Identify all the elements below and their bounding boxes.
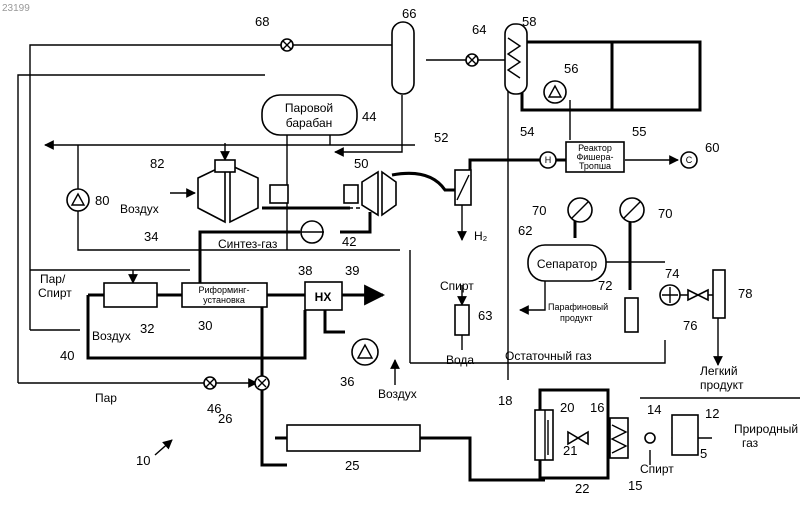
- unit-18: [535, 410, 553, 460]
- steam-drum-label-1: Паровой: [285, 101, 333, 115]
- unit-12: [672, 415, 698, 455]
- ref-21: 21: [563, 443, 577, 458]
- ref-32: 32: [140, 321, 154, 336]
- label-air-reformer: Воздух: [92, 329, 131, 343]
- ref-78: 78: [738, 286, 752, 301]
- ref-14: 14: [647, 402, 661, 417]
- label-alcohol-bottom: Спирт: [640, 462, 674, 476]
- ref-56: 56: [564, 61, 578, 76]
- pump-80: [67, 189, 89, 211]
- ref-25: 25: [345, 458, 359, 473]
- ref-68: 68: [255, 14, 269, 29]
- ref-18: 18: [498, 393, 512, 408]
- ft-label-3: Тропша: [579, 161, 611, 171]
- line-outer-left: [18, 75, 30, 383]
- ref-76: 76: [683, 318, 697, 333]
- label-paraffin-1: Парафиновый: [548, 302, 608, 312]
- ref-66: 66: [402, 6, 416, 21]
- valve-26: [255, 376, 269, 390]
- label-air-compressor: Воздух: [120, 202, 159, 216]
- ref-70b: 70: [658, 206, 672, 221]
- ref-20: 20: [560, 400, 574, 415]
- ref-52: 52: [434, 130, 448, 145]
- steam-drum-label-2: барабан: [286, 116, 333, 130]
- line-syngas-42: [340, 212, 370, 232]
- marker-c-text: C: [686, 155, 693, 165]
- label-air-36: Воздух: [378, 387, 417, 401]
- pump-36: [352, 339, 378, 365]
- ref-22: 22: [575, 481, 589, 496]
- ref-58: 58: [522, 14, 536, 29]
- ref-42: 42: [342, 234, 356, 249]
- line-25-22: [420, 438, 545, 480]
- ref-30: 30: [198, 318, 212, 333]
- ref-16: 16: [590, 400, 604, 415]
- label-light-product-2: продукт: [700, 378, 744, 392]
- column-78: [713, 270, 725, 318]
- ref-82: 82: [150, 156, 164, 171]
- ref-36: 36: [340, 374, 354, 389]
- label-paraffin-2: продукт: [560, 313, 593, 323]
- ref-44: 44: [362, 109, 376, 124]
- valve-46: [204, 377, 216, 389]
- ref-72: 72: [598, 278, 612, 293]
- mixer-14: [645, 433, 655, 443]
- ref-64: 64: [472, 22, 486, 37]
- ref-26: 26: [218, 411, 232, 426]
- ref-5: 5: [700, 446, 707, 461]
- label-steam: Пар: [95, 391, 117, 405]
- line-hx-36: [325, 310, 345, 332]
- heat-exchanger-42: [300, 221, 324, 243]
- label-natural-gas-2: газ: [742, 436, 759, 450]
- vessel-25: [287, 425, 420, 451]
- label-residual-gas: Остаточный газ: [505, 349, 592, 363]
- ref-10: 10: [136, 453, 150, 468]
- valve-68: [281, 39, 293, 51]
- figure-pointer-10: [155, 440, 172, 455]
- ref-38: 38: [298, 263, 312, 278]
- ref-60: 60: [705, 140, 719, 155]
- gas-turbine-82: [198, 160, 288, 222]
- label-natural-gas-1: Природный: [734, 422, 798, 436]
- ref-40: 40: [60, 348, 74, 363]
- watermark: 23199: [2, 3, 30, 14]
- label-water: Вода: [446, 353, 474, 367]
- unit-74: [660, 285, 680, 305]
- label-h2: H₂: [474, 229, 488, 243]
- hx-label: HX: [315, 290, 332, 304]
- unit-63: [455, 305, 469, 335]
- line-paraffin: [520, 280, 545, 310]
- label-steam-alcohol-1: Пар/: [40, 272, 66, 286]
- marker-h-text: H: [545, 155, 552, 165]
- valve-76: [688, 290, 708, 300]
- label-steam-alcohol-2: Спирт: [38, 286, 72, 300]
- cooler-70-b: [620, 198, 644, 222]
- label-alcohol-top: Спирт: [440, 279, 474, 293]
- label-light-product-1: Легкий: [700, 364, 738, 378]
- reformer-label-1: Риформинг-: [199, 285, 250, 295]
- ref-63: 63: [478, 308, 492, 323]
- ref-80: 80: [95, 193, 109, 208]
- label-syngas: Синтез-газ: [218, 237, 278, 251]
- unit-32: [104, 283, 157, 307]
- vessel-72: [625, 298, 638, 332]
- ref-70a: 70: [532, 203, 546, 218]
- separator-label: Сепаратор: [537, 257, 598, 271]
- reformer-label-2: установка: [203, 295, 245, 305]
- ref-34: 34: [144, 229, 158, 244]
- valve-64: [466, 54, 478, 66]
- vessel-66: [392, 22, 414, 94]
- ref-15: 15: [628, 478, 642, 493]
- ref-39: 39: [345, 263, 359, 278]
- ref-74: 74: [665, 266, 679, 281]
- ref-55: 55: [632, 124, 646, 139]
- ref-12: 12: [705, 406, 719, 421]
- ref-54: 54: [520, 124, 534, 139]
- ref-62: 62: [518, 223, 532, 238]
- cooler-70-a: [568, 198, 592, 222]
- ref-50: 50: [354, 156, 368, 171]
- pump-56: [544, 81, 566, 103]
